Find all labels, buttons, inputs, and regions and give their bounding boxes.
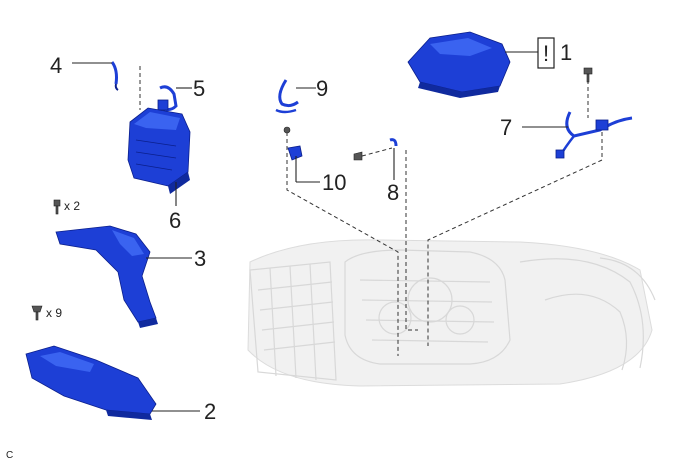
part-1-engine-cover[interactable] — [407, 31, 511, 98]
callout-9: 9 — [316, 76, 328, 101]
callout-6: 6 — [169, 208, 181, 233]
caution-mark: ! — [543, 41, 549, 66]
corner-label: C — [6, 450, 13, 461]
callout-2: 2 — [204, 399, 216, 424]
qty-bolt-part-3: x 2 — [64, 199, 80, 213]
bolt-part-7 — [583, 67, 593, 83]
callout-1: 1 — [560, 40, 572, 65]
callout-10: 10 — [322, 170, 346, 195]
callout-3: 3 — [194, 246, 206, 271]
part-5-wire-harness[interactable] — [157, 85, 178, 112]
assembly-guide-lines — [139, 66, 603, 356]
callout-7: 7 — [500, 115, 512, 140]
part-6-air-cleaner[interactable] — [127, 107, 191, 194]
part-2-under-cover[interactable] — [25, 345, 157, 420]
callout-4: 4 — [50, 53, 62, 78]
bolt-part-3 — [53, 199, 61, 215]
grille-ghost — [249, 261, 337, 381]
bolt-part-2 — [31, 305, 43, 321]
caution-box — [537, 37, 555, 69]
qty-bolt-part-2: x 9 — [46, 306, 62, 320]
callout-8: 8 — [387, 180, 399, 205]
part-7-wire-harness[interactable] — [555, 111, 633, 159]
part-8-clip[interactable] — [353, 138, 398, 161]
part-4-hose[interactable] — [110, 61, 119, 91]
part-3-intake-duct[interactable] — [55, 225, 158, 328]
callout-5: 5 — [193, 76, 205, 101]
vehicle-engine-bay-ghost — [247, 239, 656, 387]
part-9-hose[interactable] — [275, 79, 299, 114]
part-10-bracket[interactable] — [283, 126, 303, 161]
engine-ghost — [344, 249, 511, 365]
fender-ghost — [519, 257, 656, 371]
